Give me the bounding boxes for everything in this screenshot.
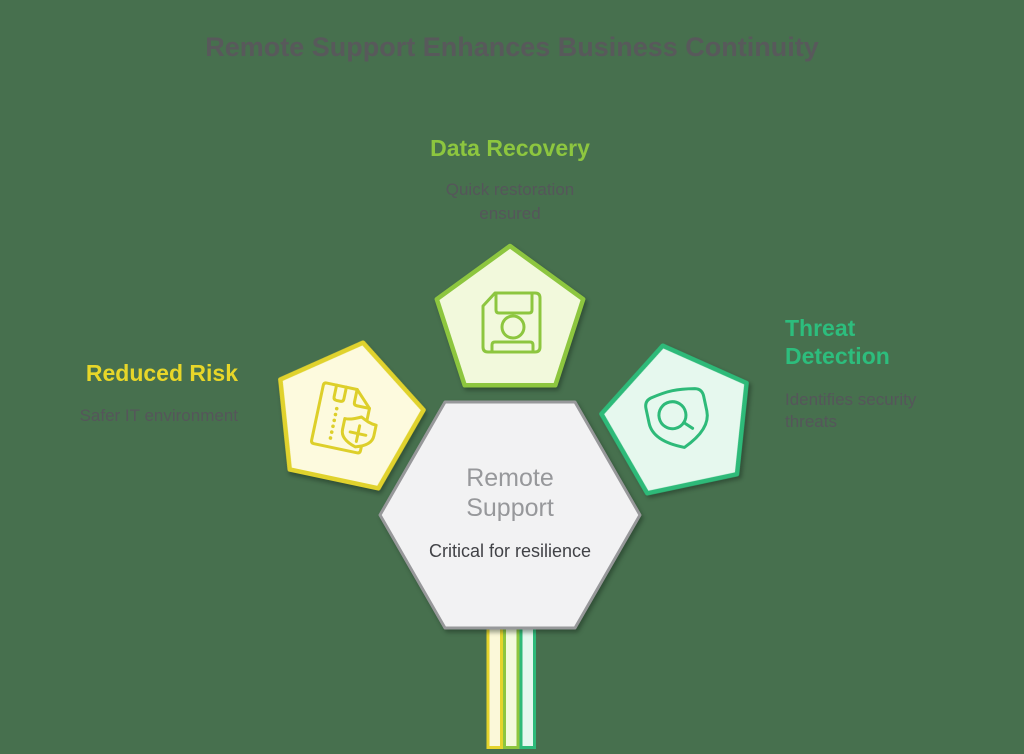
center-node-subtitle: Critical for resilience <box>428 541 592 561</box>
petal-threat-detection <box>599 343 749 496</box>
stem-bar-teal <box>519 626 536 749</box>
pentagon-threat-detection <box>599 343 749 496</box>
node-subtitle-threat-detection: Identifies security threats <box>785 390 917 431</box>
stem-bar-lime <box>503 626 520 749</box>
zip-file-shield-plus-icon <box>310 381 378 455</box>
page-title: Remote Support Enhances Business Continu… <box>205 32 819 62</box>
node-title-threat-detection: Threat Detection <box>785 315 890 369</box>
petal-reduced-risk <box>278 340 426 491</box>
node-title-reduced-risk: Reduced Risk <box>85 360 238 386</box>
node-title-data-recovery: Data Recovery <box>430 135 590 161</box>
shield-magnifier-icon <box>644 387 709 449</box>
pentagon-reduced-risk <box>278 340 426 491</box>
stem-bars <box>486 626 536 749</box>
node-subtitle-reduced-risk: Safer IT environment <box>79 406 238 425</box>
center-hexagon <box>378 400 642 630</box>
hexagon-shape <box>378 400 642 630</box>
petal-data-recovery <box>434 243 586 388</box>
node-subtitle-data-recovery: Quick restoration ensured <box>445 180 575 223</box>
stem-bar-yellow <box>486 626 503 749</box>
center-node-title: Remote Support <box>466 464 554 522</box>
floppy-disk-icon <box>481 291 542 354</box>
